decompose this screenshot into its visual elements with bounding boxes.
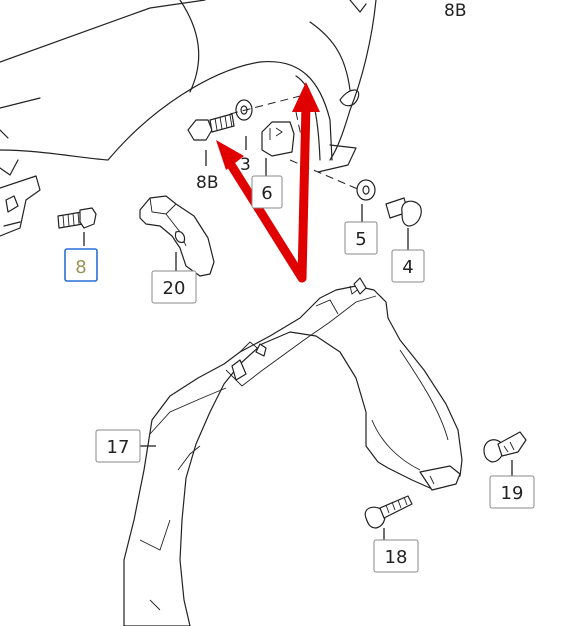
expanding-clip-4 — [385, 197, 422, 250]
label-3: 3 — [240, 155, 251, 175]
callout-17-label: 17 — [107, 437, 130, 458]
callout-4-label: 4 — [402, 257, 413, 278]
callout-20[interactable]: 20 — [151, 270, 197, 304]
callout-4[interactable]: 4 — [391, 249, 425, 283]
bolt-18 — [364, 495, 413, 540]
wheel-housing-liner-17 — [123, 277, 463, 626]
callout-18-label: 18 — [385, 547, 408, 568]
clip-6 — [261, 121, 295, 176]
callout-19-label: 19 — [501, 483, 524, 504]
callout-8[interactable]: 8 — [64, 248, 98, 282]
bracket-20 — [139, 195, 215, 277]
callout-5-label: 5 — [355, 229, 366, 250]
bolt-8b — [187, 113, 235, 166]
fender-panel — [0, 0, 377, 237]
bolt-8 — [57, 207, 97, 246]
callout-20-label: 20 — [163, 278, 186, 299]
callout-17[interactable]: 17 — [95, 429, 141, 463]
callout-6-label: 6 — [261, 183, 272, 204]
callout-6[interactable]: 6 — [251, 175, 283, 209]
label-8b-top: 8B — [444, 1, 466, 21]
clip-19 — [483, 431, 527, 476]
washer-5 — [356, 179, 376, 222]
washer-3 — [235, 99, 253, 150]
callout-19[interactable]: 19 — [489, 475, 535, 509]
callout-8-label: 8 — [75, 257, 86, 278]
label-8b: 8B — [196, 173, 218, 193]
callout-5[interactable]: 5 — [344, 221, 378, 255]
callout-18[interactable]: 18 — [373, 539, 419, 573]
highlight-arrows — [216, 82, 320, 283]
